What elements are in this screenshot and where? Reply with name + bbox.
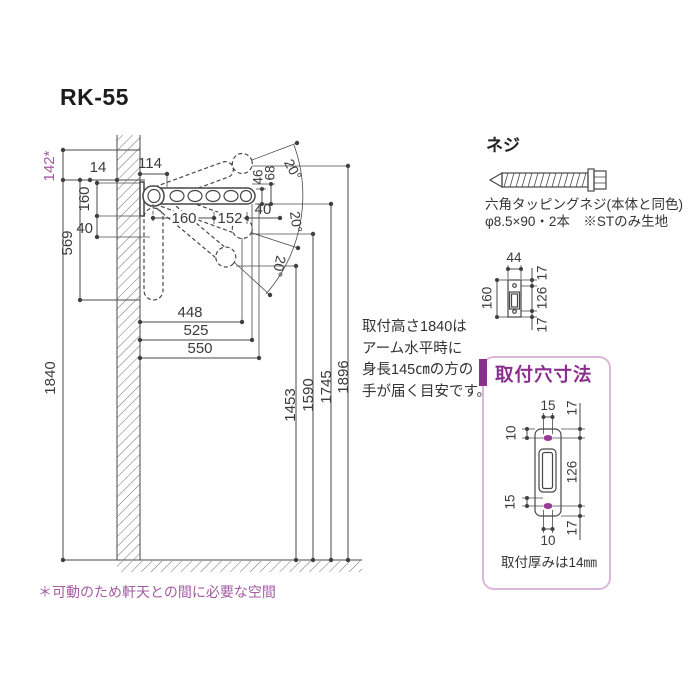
side-dim-126: 126 <box>535 287 550 310</box>
note-line-4: 手が届く目安です。 <box>362 383 492 400</box>
hole-dim-15-top: 15 <box>540 398 555 413</box>
plate-front-view: 15 17 126 17 10 15 <box>503 398 585 548</box>
wall <box>116 135 141 560</box>
dim-569: 569 <box>59 230 76 255</box>
angle-label-middle: 20° <box>287 210 306 233</box>
hole-dim-10-top: 10 <box>504 425 519 440</box>
hole-dim-10-bottom: 10 <box>540 533 555 548</box>
dim-1840: 1840 <box>42 361 59 394</box>
mounting-height-note: 取付高さ1840は アーム水平時に 身長145㎝の方の 手が届く目安です。 <box>362 317 491 403</box>
note-line-1: 取付高さ1840は <box>362 319 467 335</box>
note-line-2: アーム水平時に <box>362 340 463 357</box>
screw-spec-line1: 六角タッピングネジ(本体と同色) <box>485 197 683 212</box>
hole-dim-17-top: 17 <box>565 400 580 415</box>
arm-horizontal <box>142 185 256 207</box>
arm-lowered-40deg <box>156 197 237 268</box>
hole-dim-17-bottom: 17 <box>565 520 580 535</box>
swing-arc: 20° 20° 20° <box>233 140 306 298</box>
note-line-3: 身長145㎝の方の <box>362 362 474 378</box>
mounting-hole-box-title: 取付穴寸法 <box>495 364 593 385</box>
dim-1453: 1453 <box>282 388 299 421</box>
dim-46: 46 <box>251 169 266 184</box>
dim-14: 14 <box>90 159 107 176</box>
side-dim-160: 160 <box>480 287 495 310</box>
screw-section-heading: ネジ <box>486 136 520 155</box>
arm-raised-20deg <box>142 152 253 206</box>
tip-dimensions: 46 68 <box>251 165 278 206</box>
dim-1590: 1590 <box>300 378 317 411</box>
dim-525: 525 <box>183 322 208 339</box>
hole-dim-15-bottom: 15 <box>503 494 518 509</box>
screw-spec-line2: φ8.5×90・2本 ※STのみ生地 <box>485 214 669 229</box>
dim-114: 114 <box>138 155 162 172</box>
side-dim-17-bottom: 17 <box>535 317 550 332</box>
dim-160-left: 160 <box>76 186 93 211</box>
dim-40-left: 40 <box>76 220 93 237</box>
product-title: RK-55 <box>60 84 129 110</box>
side-dim-17-top: 17 <box>535 265 550 280</box>
reach-dimensions: 448 525 550 <box>137 204 262 361</box>
left-dimensions: 142* 1840 569 160 40 14 114 <box>41 147 170 563</box>
screw-drawing <box>488 168 607 192</box>
ground <box>63 559 362 572</box>
mounting-thickness-caption: 取付厚みは14㎜ <box>500 555 598 570</box>
mounting-hole-box <box>482 356 611 590</box>
dim-arm-152: 152 <box>217 210 242 227</box>
dim-arm-160: 160 <box>171 210 196 227</box>
mounting-hole-box-accent-bar <box>479 359 487 386</box>
dim-1745: 1745 <box>318 370 335 403</box>
arm-folded-position <box>143 207 164 301</box>
dim-142: 142* <box>41 150 58 181</box>
hole-dim-126: 126 <box>565 461 580 484</box>
dim-448: 448 <box>177 304 202 321</box>
dim-1896: 1896 <box>335 360 352 393</box>
plate-side-view: 44 160 17 126 17 <box>480 250 550 333</box>
height-dimensions: 1896 1745 1590 1453 <box>236 163 352 563</box>
dim-550: 550 <box>187 340 212 357</box>
movable-space-footnote: ＊可動のため軒天との間に必要な空間 <box>38 584 276 600</box>
dim-68: 68 <box>263 165 278 180</box>
side-dim-44: 44 <box>506 250 522 265</box>
